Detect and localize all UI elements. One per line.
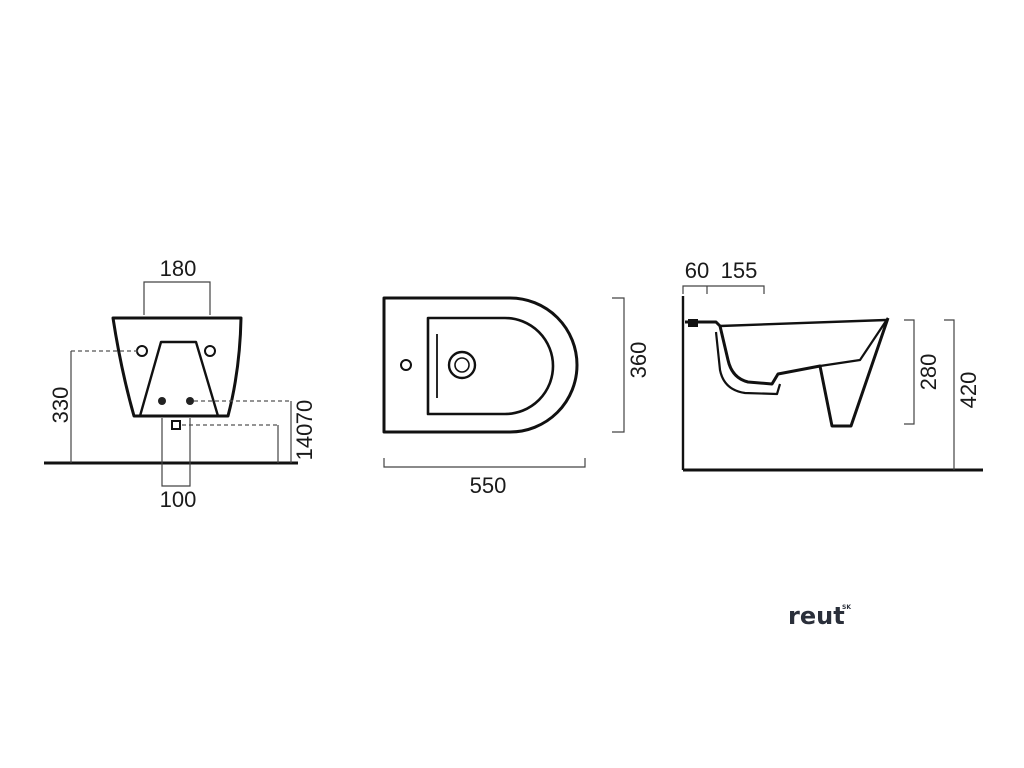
side-view-dim-155-label: 155 xyxy=(721,258,758,283)
front-view-inlet-left xyxy=(158,397,166,405)
side-view-dim-60-label: 60 xyxy=(685,258,709,283)
top-view-drain-inner xyxy=(454,357,470,373)
front-view-dim-100-line xyxy=(161,418,191,487)
front-view-inlet-right xyxy=(186,397,194,405)
front-view-dim-100-label: 100 xyxy=(160,487,197,512)
brand-logo-text: reut xyxy=(788,602,845,630)
front-view-body xyxy=(111,316,243,418)
side-view-fixing-block xyxy=(688,319,698,327)
front-view-dim-330-label: 330 xyxy=(48,387,73,424)
brand-logo: reut SK xyxy=(788,602,851,630)
front-view-outlet xyxy=(171,420,181,430)
front-view-dim-180-label: 180 xyxy=(160,256,197,281)
top-view-dim-550-line xyxy=(383,458,586,468)
top-view-drain-outer xyxy=(447,350,477,380)
side-view-inner-bowl xyxy=(719,318,887,328)
front-view: 180 330 70 140 100 xyxy=(44,256,317,512)
top-view-bowl-outline xyxy=(426,316,555,416)
side-view-dim-420-label: 420 xyxy=(956,372,981,409)
top-view-tap-hole xyxy=(400,359,412,371)
side-view: 60 155 280 420 xyxy=(681,258,983,472)
top-view-dim-360-label: 360 xyxy=(626,342,651,379)
front-view-dim-70-label: 70 xyxy=(292,400,317,424)
brand-logo-sup: SK xyxy=(842,604,851,611)
top-view: 360 550 xyxy=(382,296,651,498)
side-view-dim-280-line xyxy=(904,319,915,425)
side-view-body xyxy=(685,317,890,428)
top-view-dim-360-line xyxy=(612,297,625,433)
side-view-dim-top-line xyxy=(682,285,765,294)
front-view-left-hole xyxy=(136,345,148,357)
front-view-right-hole xyxy=(204,345,216,357)
top-view-outer-outline xyxy=(382,296,579,434)
front-view-dim-180-line xyxy=(143,281,211,315)
side-view-inner-wall xyxy=(714,331,782,396)
side-view-dim-420-line xyxy=(944,319,955,470)
side-view-dim-280-label: 280 xyxy=(916,354,941,391)
top-view-dim-550-label: 550 xyxy=(470,473,507,498)
front-view-recess xyxy=(138,340,220,418)
front-view-dim-140-label: 140 xyxy=(292,424,317,461)
side-view-front-wall xyxy=(819,317,889,368)
